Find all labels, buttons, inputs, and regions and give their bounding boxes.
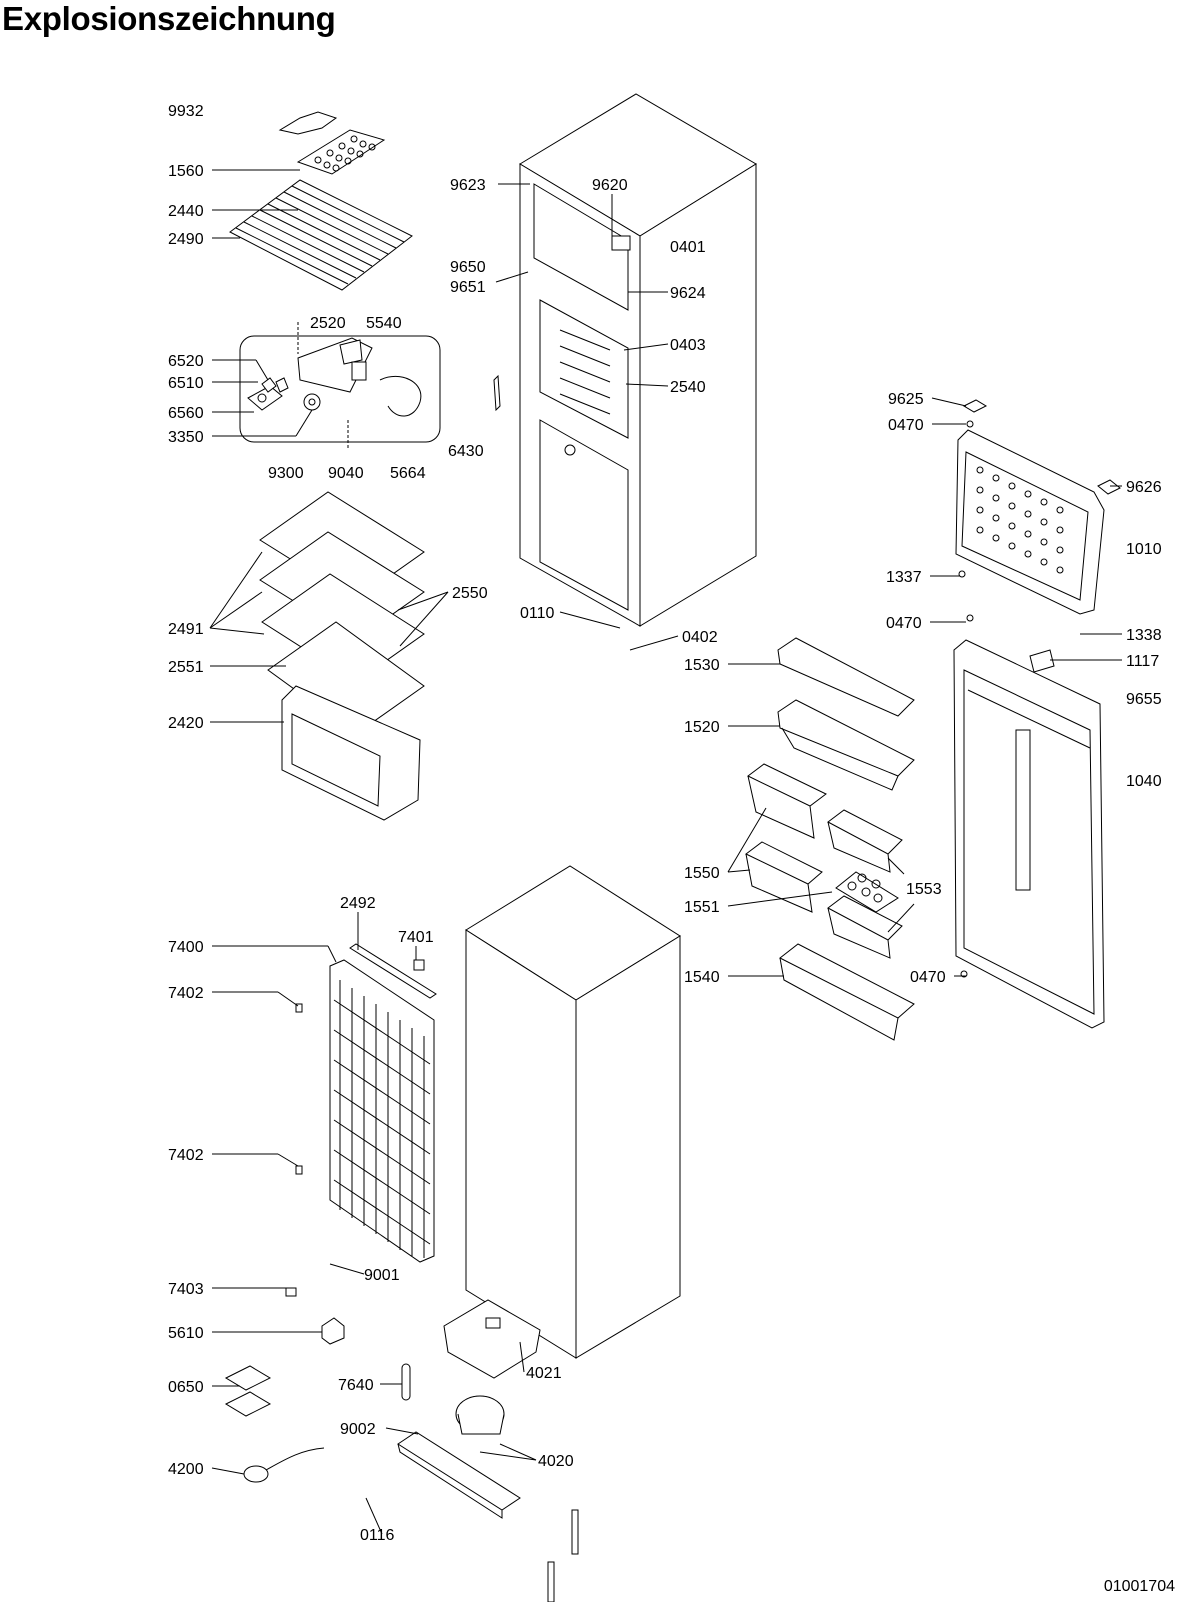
ice-scraper-part	[278, 111, 338, 135]
fridge-cabinet-upper-part	[519, 93, 757, 627]
fridge-cabinet-lower-part	[465, 865, 681, 1359]
freezer-wire-shelf-part	[229, 179, 413, 291]
callout-4200: 4200	[168, 1461, 204, 1478]
crisper-drawer-part	[281, 685, 421, 821]
callout-0470-a: 0470	[888, 417, 924, 434]
clip-parts	[285, 959, 425, 1297]
page-title: Explosionszeichnung	[2, 0, 336, 37]
callout-9002: 9002	[340, 1421, 376, 1438]
callout-0650: 0650	[168, 1379, 204, 1396]
callout-7403: 7403	[168, 1281, 204, 1298]
callout-1540: 1540	[684, 969, 720, 986]
door-shelf-upper-part	[777, 699, 915, 791]
fridge-door-part	[953, 639, 1105, 1029]
callout-9001: 9001	[364, 1267, 400, 1284]
tube-parts	[547, 1509, 579, 1602]
callout-7402-a: 7402	[168, 985, 204, 1002]
callout-9651: 9651	[450, 279, 486, 296]
callout-6510: 6510	[168, 375, 204, 392]
ice-tray-part	[296, 129, 386, 175]
callout-2550: 2550	[452, 585, 488, 602]
door-shelf-bottle-part	[779, 943, 915, 1041]
callout-3350: 3350	[168, 429, 204, 446]
callout-0470-b: 0470	[886, 615, 922, 632]
door-handle-small-part	[493, 374, 501, 412]
callout-5664: 5664	[390, 465, 426, 482]
callout-5610: 5610	[168, 1325, 204, 1342]
part-callouts: 9932 1560 2440 2490 2520 5540 6520 6510 …	[168, 103, 1162, 1544]
callout-1117: 1117	[1126, 653, 1159, 670]
callout-6560: 6560	[168, 405, 204, 422]
callout-0470-c: 0470	[910, 969, 946, 986]
callout-9623: 9623	[450, 177, 486, 194]
document-number: 01001704	[1103, 1578, 1175, 1595]
callout-2520: 2520	[310, 315, 346, 332]
callout-9626: 9626	[1126, 479, 1162, 496]
callout-1530: 1530	[684, 657, 720, 674]
insulation-pads-part	[224, 1365, 272, 1417]
capacitor-part	[243, 1447, 325, 1483]
callout-7400: 7400	[168, 939, 204, 956]
callout-1553: 1553	[906, 881, 942, 898]
callout-5540: 5540	[366, 315, 402, 332]
callout-4021: 4021	[526, 1365, 562, 1382]
callout-1551: 1551	[684, 899, 720, 916]
callout-2420: 2420	[168, 715, 204, 732]
callout-2491: 2491	[168, 621, 204, 638]
callout-1010: 1010	[1126, 541, 1162, 558]
callout-0403: 0403	[670, 337, 706, 354]
callout-9300: 9300	[268, 465, 304, 482]
drier-filter-part	[401, 1363, 411, 1401]
callout-2490: 2490	[168, 231, 204, 248]
callout-1337: 1337	[886, 569, 922, 586]
door-shelf-small-a-part	[747, 763, 827, 839]
callout-1550: 1550	[684, 865, 720, 882]
condenser-part	[329, 959, 435, 1263]
callout-9040: 9040	[328, 465, 364, 482]
callout-2551: 2551	[168, 659, 204, 676]
callout-9932: 9932	[168, 103, 204, 120]
callout-0110: 0110	[520, 605, 555, 622]
callout-2540: 2540	[670, 379, 706, 396]
callout-1560: 1560	[168, 163, 204, 180]
callout-9624: 9624	[670, 285, 706, 302]
condenser-rail-part	[349, 943, 437, 999]
callout-2440: 2440	[168, 203, 204, 220]
door-shelf-small-b-part	[745, 841, 823, 913]
callout-4020: 4020	[538, 1453, 574, 1470]
egg-holder-part	[835, 871, 899, 913]
callout-9655: 9655	[1126, 691, 1162, 708]
callout-7402-b: 7402	[168, 1147, 204, 1164]
callout-1040: 1040	[1126, 773, 1162, 790]
callout-1520: 1520	[684, 719, 720, 736]
callout-0401: 0401	[670, 239, 706, 256]
callout-6520: 6520	[168, 353, 204, 370]
compressor-base-part	[397, 1431, 521, 1519]
compressor-tray-part	[443, 1299, 541, 1379]
callout-1338: 1338	[1126, 627, 1162, 644]
freezer-door-part	[955, 429, 1105, 615]
callout-7640: 7640	[338, 1377, 374, 1394]
callout-0402: 0402	[682, 629, 718, 646]
callout-9625: 9625	[888, 391, 924, 408]
door-shelf-small-d-part	[827, 895, 903, 959]
compressor-part	[455, 1395, 505, 1435]
callout-2492: 2492	[340, 895, 376, 912]
callout-9620: 9620	[592, 177, 628, 194]
callout-0116: 0116	[360, 1527, 395, 1544]
door-shelf-cover-part	[777, 637, 915, 717]
hinge-cover-part	[962, 399, 1121, 495]
callout-7401: 7401	[398, 929, 434, 946]
relay-part	[321, 1317, 345, 1345]
callout-6430: 6430	[448, 443, 484, 460]
control-unit-group	[239, 322, 441, 450]
door-shelf-small-c-part	[827, 809, 903, 873]
leader-lines	[209, 169, 1122, 1535]
callout-9650: 9650	[450, 259, 486, 276]
door-seal-strip-part	[1029, 649, 1055, 673]
